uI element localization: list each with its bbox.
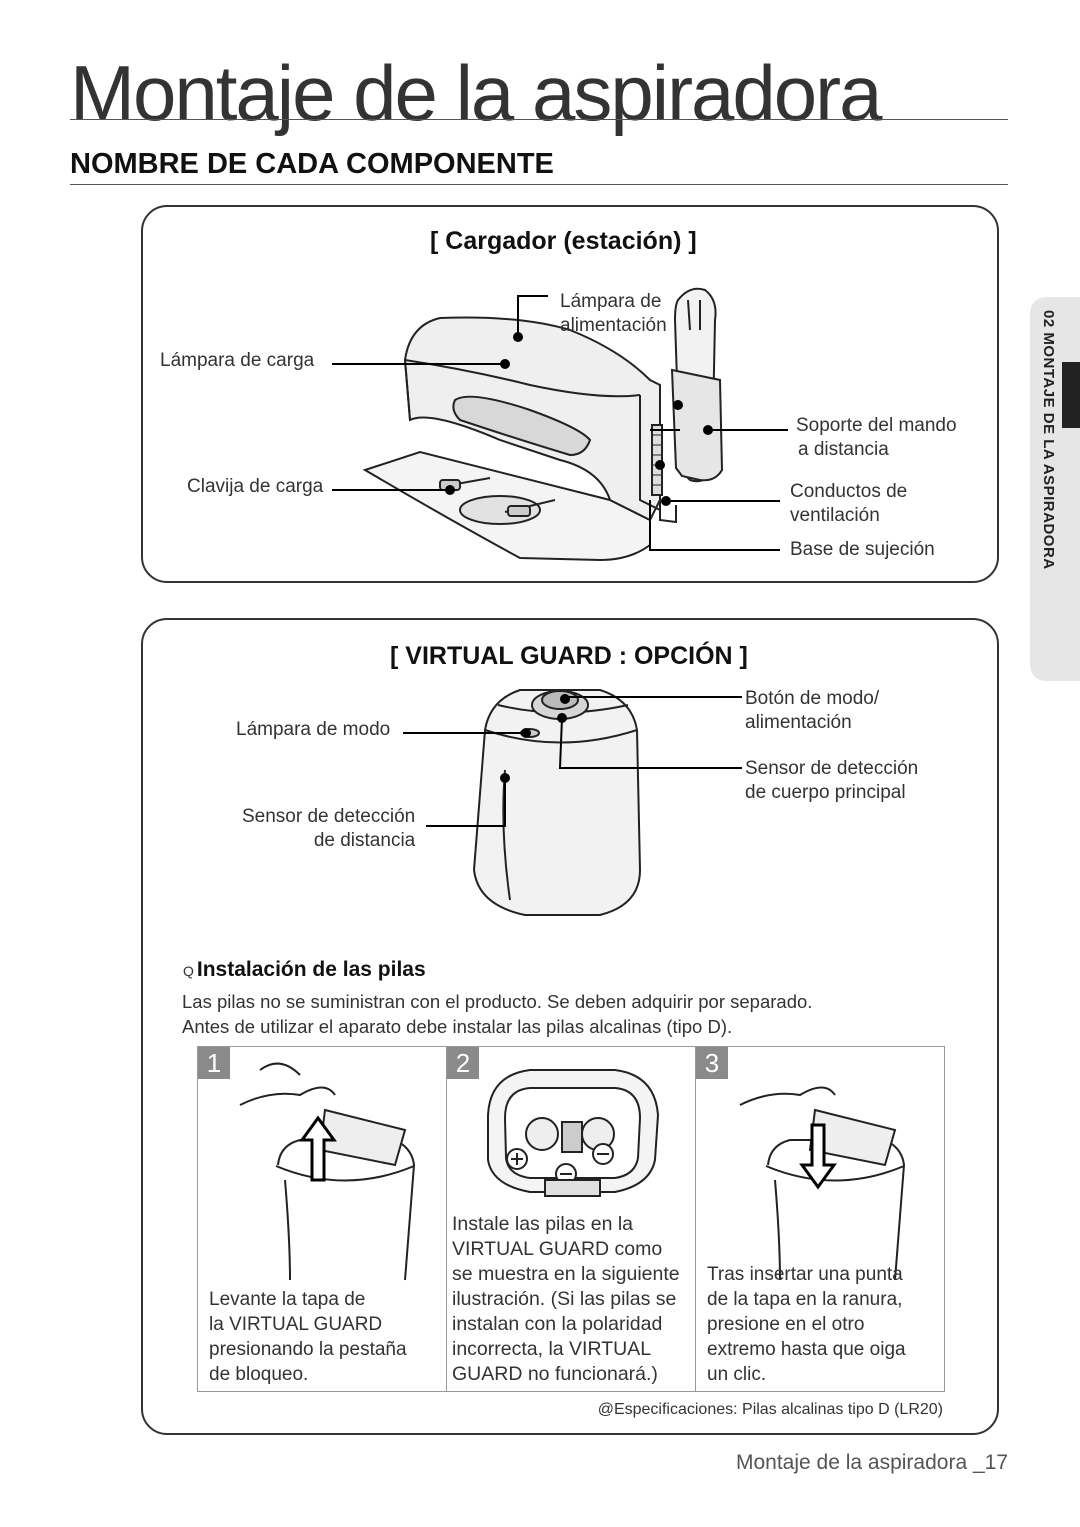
virtual-guard-illustration — [403, 689, 742, 916]
section-heading: NOMBRE DE CADA COMPONENTE — [70, 148, 554, 180]
step-1-text: Levante la tapa de la VIRTUAL GUARD pres… — [209, 1289, 407, 1385]
label-charge-pin: Clavija de carga — [187, 476, 324, 497]
section-divider — [70, 184, 1008, 185]
label-mode-lamp: Lámpara de modo — [236, 719, 391, 740]
label-mode-button: Botón de modo/alimentación — [745, 688, 880, 733]
title-divider — [70, 119, 1008, 120]
label-charge-lamp: Lámpara de carga — [160, 350, 315, 371]
step-3-text: Tras insertar una punta de la tapa en la… — [707, 1264, 906, 1385]
page-title: Montaje de la aspiradora — [70, 49, 883, 137]
virtual-guard-panel — [141, 618, 999, 1435]
chapter-marker — [1062, 362, 1080, 428]
spec-glyph: @ — [597, 1401, 614, 1418]
note-glyph: Q — [183, 963, 194, 979]
chapter-side-label: 02 MONTAJE DE LA ASPIRADORA — [1040, 310, 1057, 570]
battery-steps-illustration — [239, 1062, 906, 1281]
charger-panel — [141, 205, 999, 583]
virtual-guard-title: [ VIRTUAL GUARD : OPCIÓN ] — [390, 642, 748, 670]
step-2-number: 2 — [447, 1047, 479, 1079]
step-3-cell — [695, 1046, 945, 1392]
chapter-side-tab — [1030, 297, 1080, 681]
step-2-text: Instale las pilas en la VIRTUAL GUARD co… — [452, 1213, 680, 1385]
battery-intro-1: Las pilas no se suministran con el produ… — [182, 991, 813, 1012]
battery-intro-2: Antes de utilizar el aparato debe instal… — [182, 1016, 733, 1037]
spec-note: @Especificaciones: Pilas alcalinas tipo … — [597, 1401, 943, 1418]
label-base: Base de sujeción — [790, 539, 935, 560]
step-1-number: 1 — [198, 1047, 230, 1079]
charger-illustration — [332, 287, 788, 562]
charger-title: [ Cargador (estación) ] — [430, 227, 697, 255]
step-3-number: 3 — [696, 1047, 728, 1079]
page-footer: Montaje de la aspiradora _17 — [735, 1451, 1008, 1474]
